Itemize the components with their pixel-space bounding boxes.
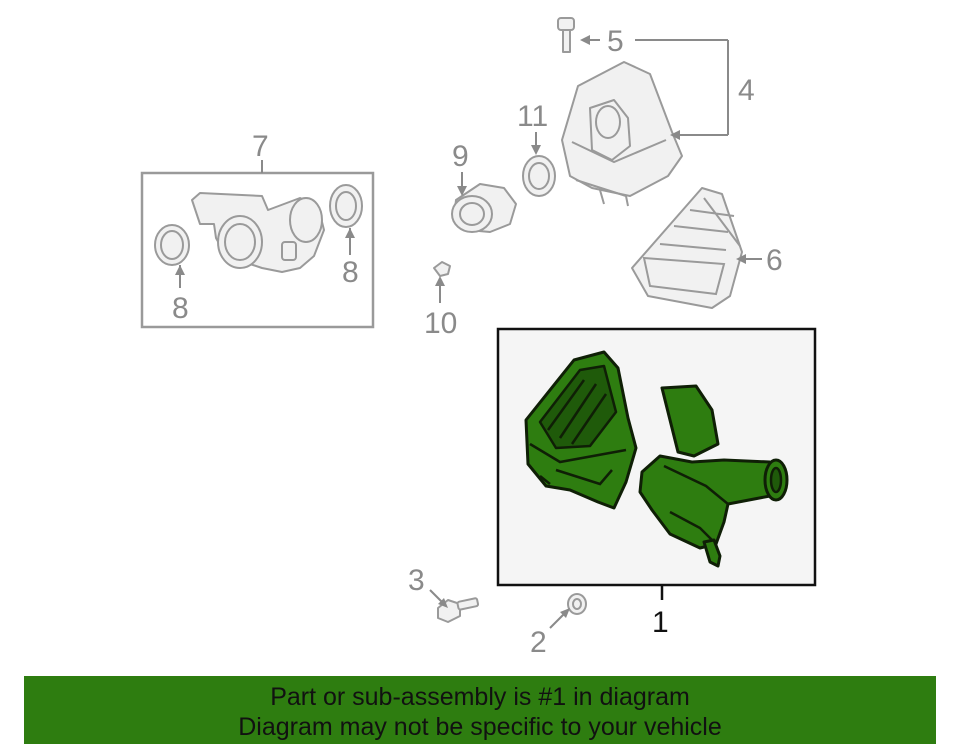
- arrow-9: [457, 186, 467, 196]
- arrow-10: [435, 276, 445, 286]
- arrow-5: [580, 35, 590, 45]
- maf-sensor: 9: [451, 140, 517, 233]
- arrow-11: [531, 145, 541, 155]
- callout-10: 10: [424, 307, 457, 340]
- banner-line-1: Part or sub-assembly is #1 in diagram: [270, 683, 690, 711]
- resonator-body: [638, 454, 780, 550]
- arrow-3: [438, 598, 448, 608]
- bolt-10: 10: [424, 261, 457, 340]
- intake-duct-group: 7 8 8: [140, 130, 375, 329]
- duct-outlet-inner: [224, 223, 256, 261]
- arrow-2: [560, 608, 570, 618]
- callout-7: 7: [252, 130, 269, 163]
- clamp-left: [154, 224, 190, 266]
- duct-inlet: [289, 197, 323, 243]
- info-banner: Part or sub-assembly is #1 in diagram Di…: [24, 676, 936, 744]
- screw-5: 5: [557, 17, 728, 58]
- air-filter-6: 6: [631, 187, 783, 309]
- group-7-frame: [140, 171, 375, 329]
- callout-1: 1: [652, 606, 669, 639]
- arrow-8-left: [175, 265, 185, 275]
- callout-5: 5: [607, 25, 624, 58]
- seal-11: 11: [517, 100, 556, 197]
- callout-11: 11: [517, 100, 548, 133]
- callout-8-right: 8: [342, 256, 359, 289]
- callout-6: 6: [766, 244, 783, 277]
- upper-duct: [660, 384, 720, 458]
- arrow-6: [736, 254, 746, 264]
- housing-cover-4: 4: [561, 40, 755, 207]
- duct-nipple: [281, 241, 297, 261]
- callout-2: 2: [530, 626, 547, 659]
- air-cleaner-assembly-1: 1: [496, 327, 817, 639]
- callout-8-left: 8: [172, 292, 189, 325]
- callout-4: 4: [738, 74, 755, 107]
- clamp-right: [329, 184, 363, 228]
- cover-port: [595, 105, 621, 139]
- drain-tube: [702, 538, 722, 568]
- banner-line-2: Diagram may not be specific to your vehi…: [238, 713, 722, 741]
- callout-3: 3: [408, 564, 425, 597]
- callout-9: 9: [452, 140, 469, 173]
- arrow-4: [670, 130, 680, 140]
- grommet-2: 2: [530, 593, 587, 659]
- arrow-8-right: [345, 228, 355, 238]
- bolt-3: 3: [408, 564, 480, 623]
